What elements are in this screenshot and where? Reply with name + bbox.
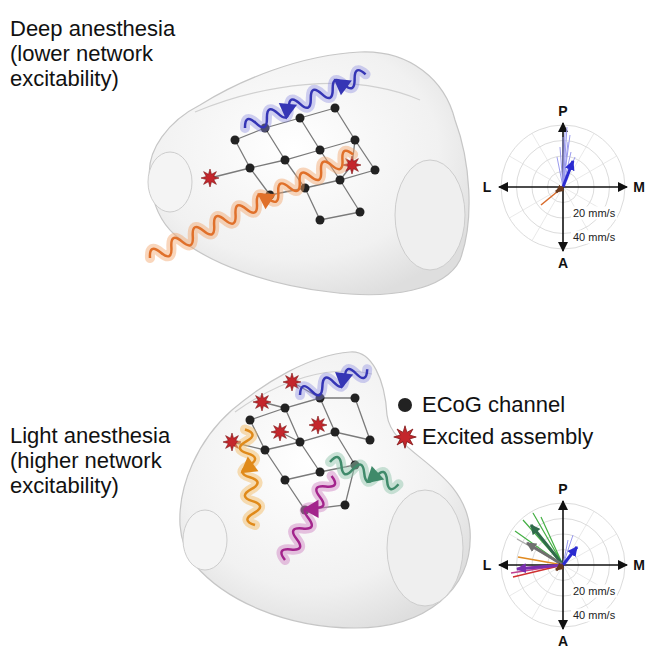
ecog-channel [246,164,255,173]
ecog-channel [366,436,375,445]
wave-orange [238,429,262,526]
axis-letter: A [558,634,568,648]
excited-assembly [201,169,219,187]
wave-magenta [303,495,327,518]
axis-letter: P [558,104,567,118]
wave-blue [242,68,368,134]
wave-green [366,466,387,488]
wave-orange [238,429,262,526]
ecog-channel [336,176,345,185]
olfactory-bulb [148,152,192,212]
excited-assembly [271,423,289,441]
ecog-channel [371,166,380,175]
wave-blue [241,66,369,136]
wave-orange [236,429,264,526]
polar-vectors-light [517,565,563,569]
wave-orange [257,186,279,209]
polar-vectors-deep [557,127,575,187]
ecog-channel [316,468,325,477]
ecog-channel [331,104,340,113]
polar-vectors-light [527,543,563,565]
polar-vectors-light [531,525,563,565]
scale-label: 20 mm/s [571,207,617,220]
wave-blue [334,72,356,95]
wave-orange [147,148,357,264]
scale-label: 20 mm/s [571,585,617,598]
wave-blue [297,361,371,404]
ecog-channel [331,428,340,437]
ecog-channel [261,446,270,455]
polar-grid [499,501,627,629]
axis-letter: M [633,558,645,572]
ecog-channel [231,136,240,145]
polar-vectors-deep [541,127,575,205]
excited-assembly [309,416,327,434]
excited-assembly [253,393,271,411]
wave-blue [297,363,369,402]
axis-letter: A [558,256,568,270]
condition-heading: Deep anesthesia (lower network excitabil… [10,16,188,91]
axis-letter: L [483,558,492,572]
polar-vectors-light [513,565,563,577]
axis-letter: L [483,180,492,194]
wave-blue [335,366,356,389]
polar-vectors-deep [556,187,563,192]
legend-star [394,426,417,449]
scale-label: 40 mm/s [571,231,617,244]
ecog-channel [246,394,375,515]
polar-vectors-light [511,513,577,577]
polar-vectors-light [556,565,563,570]
ecog-channel [296,438,305,447]
ecog-channel [281,404,290,413]
ecog-channel [246,416,255,425]
wave-orange [146,146,357,266]
wave-blue [279,97,301,120]
wave-magenta [279,473,338,564]
polar-grid [499,123,627,251]
wave-blue [297,363,369,402]
polar-vectors-deep [541,187,563,205]
ecog-channel [281,476,290,485]
cerebellum [387,490,463,606]
ecog-channel [351,136,360,145]
scale-label: 40 mm/s [571,609,617,622]
legend-dot [398,398,412,412]
cerebellum [395,160,465,270]
condition-heading: Light anesthesia (higher network excitab… [10,423,188,498]
ecog-channel [351,394,360,403]
legend-text: ECoG channel [422,393,565,417]
ecog-channel [316,216,325,225]
polar-vectors-light [517,539,563,565]
axis-letter: P [558,482,567,496]
polar-vectors-light [515,513,563,565]
network-deep [201,104,380,225]
wave-orange [239,455,259,473]
polar-vectors-light [563,547,577,565]
wave-magenta [279,473,338,564]
ecog-channel [341,501,350,510]
legend-text: Excited assembly [422,425,593,449]
olfactory-bulb [183,510,227,570]
ecog-channel [356,208,365,217]
wave-magenta [277,472,339,565]
polar-vectors-deep [563,161,573,187]
ecog-channel [281,156,290,165]
wave-blue [242,68,368,134]
axis-letter: M [633,180,645,194]
wave-orange [147,148,357,264]
ecog-channel [316,146,325,155]
ecog-channel [296,114,305,123]
